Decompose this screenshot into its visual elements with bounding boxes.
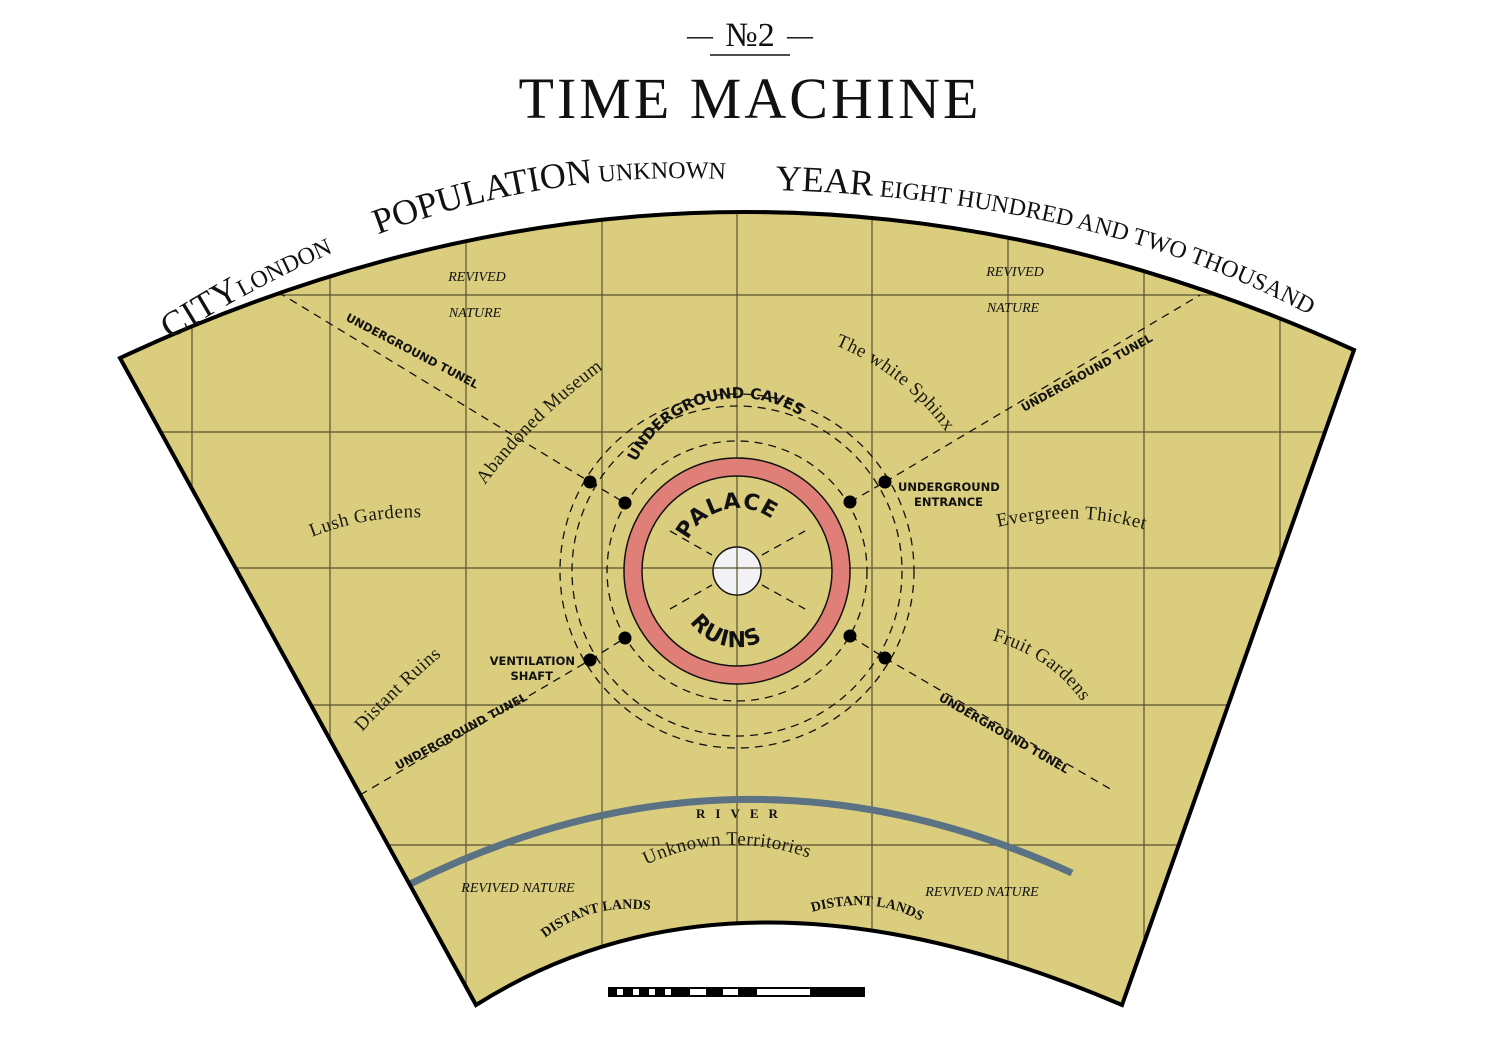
underground-entrance-label-1: UNDERGROUND <box>898 480 1000 494</box>
underground-entrance-label-2: ENTRANCE <box>914 495 983 509</box>
node-icon <box>843 495 857 509</box>
revived-nature-ne-line1: REVIVED <box>985 265 1044 280</box>
revived-nature-se: REVIVED NATURE <box>924 885 1039 900</box>
node-icon <box>618 631 632 645</box>
revived-nature-ne-line2: NATURE <box>986 301 1040 316</box>
ventilation-shaft-label-1: VENTILATION <box>490 654 575 668</box>
river <box>406 795 1074 889</box>
node-icon <box>583 475 597 489</box>
node-icon <box>618 496 632 510</box>
header-number: №2 <box>725 17 774 54</box>
ventilation-shaft-label-2: SHAFT <box>510 669 553 683</box>
map-outline <box>117 209 1357 1008</box>
node-icon <box>843 629 857 643</box>
node-icon <box>583 653 597 667</box>
tunnel-sw-line <box>359 659 591 796</box>
node-icon <box>878 651 892 665</box>
page-title: TIME MACHINE <box>519 66 982 131</box>
tunnel-nodes <box>583 475 892 667</box>
revived-nature-nw-line2: NATURE <box>448 306 502 321</box>
river-label: RIVER <box>696 806 788 821</box>
header-dash-left: — <box>686 21 714 50</box>
tunnel-ne-line <box>884 294 1201 483</box>
palace-ring <box>624 458 850 684</box>
node-icon <box>878 475 892 489</box>
revived-nature-sw: REVIVED NATURE <box>460 881 575 896</box>
revived-nature-nw-line1: REVIVED <box>447 270 506 285</box>
tunnel-se-line <box>884 657 1113 791</box>
scale-bar <box>608 987 865 997</box>
header-dash-right: — <box>786 21 814 50</box>
underground-caves-rings <box>559 393 915 749</box>
year-label: YEAR <box>775 158 876 204</box>
population-value: UNKNOWN <box>597 158 726 188</box>
tunnel-nw-line <box>277 291 591 483</box>
header: — №2 — TIME MACHINE <box>519 17 982 131</box>
